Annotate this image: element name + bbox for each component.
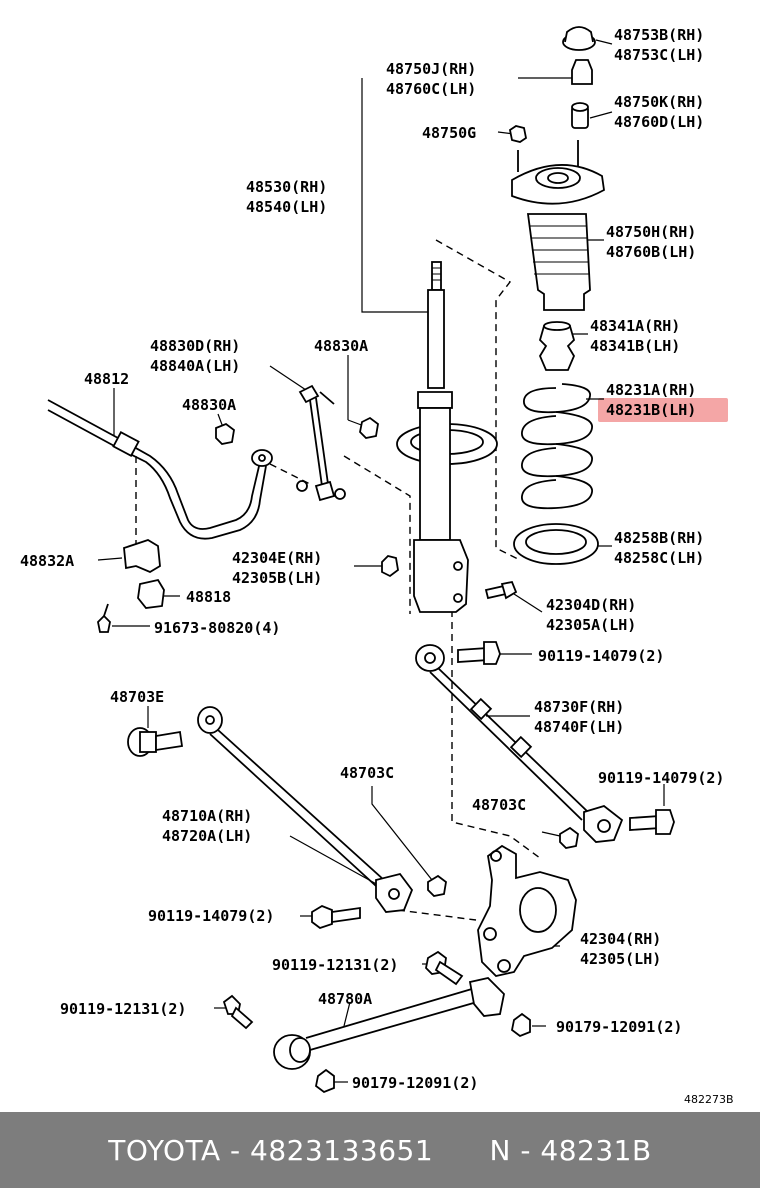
footer-part-number-text: TOYOTA - 4823133651 N - 48231B bbox=[108, 1133, 652, 1167]
part-91673-bolt bbox=[97, 603, 111, 633]
label-42305b: 42305B(LH) bbox=[232, 569, 322, 587]
part-90119-bolt-b bbox=[629, 809, 675, 835]
part-48818-bushing bbox=[137, 578, 165, 609]
label-48703c-lower: 48703C bbox=[472, 796, 526, 814]
part-48750k-bushing bbox=[571, 102, 589, 129]
label-90119-d: 90119-12131(2) bbox=[272, 956, 398, 974]
label-48753b: 48753B(RH) bbox=[614, 26, 704, 44]
label-90179-a: 90179-12091(2) bbox=[556, 1018, 682, 1036]
label-48720a: 48720A(LH) bbox=[162, 827, 252, 845]
label-42305a: 42305A(LH) bbox=[546, 616, 636, 634]
diagram-reference-code: 482273B bbox=[684, 1093, 734, 1106]
part-48832a-bracket bbox=[123, 539, 161, 574]
part-48258-spring-seat bbox=[513, 523, 599, 565]
part-90119-bolt-a bbox=[457, 641, 501, 665]
label-48832a: 48832A bbox=[20, 552, 74, 570]
label-90179-b: 90179-12091(2) bbox=[352, 1074, 478, 1092]
label-48812: 48812 bbox=[84, 370, 129, 388]
highlight-48231b bbox=[598, 398, 728, 422]
label-48740f: 48740F(LH) bbox=[534, 718, 624, 736]
label-90119-b: 90119-14079(2) bbox=[598, 769, 724, 787]
label-48750k: 48750K(RH) bbox=[614, 93, 704, 111]
label-42305: 42305(LH) bbox=[580, 950, 661, 968]
part-48703e-bushing bbox=[127, 727, 184, 757]
label-48818: 48818 bbox=[186, 588, 231, 606]
label-42304: 42304(RH) bbox=[580, 930, 661, 948]
part-48753-cap bbox=[562, 26, 596, 51]
part-90179-nut-b bbox=[315, 1068, 335, 1094]
label-48750j: 48750J(RH) bbox=[386, 60, 476, 78]
label-42304e: 42304E(RH) bbox=[232, 549, 322, 567]
part-48710a-trailing-arm bbox=[197, 706, 414, 913]
label-48540: 48540(LH) bbox=[246, 198, 327, 216]
part-48703c-nut-lower bbox=[427, 874, 447, 897]
part-90119-bolt-c bbox=[311, 904, 361, 930]
part-42304-carrier bbox=[477, 844, 577, 977]
part-48780a-lower-arm bbox=[273, 977, 505, 1070]
label-48830d: 48830D(RH) bbox=[150, 337, 240, 355]
label-48258b: 48258B(RH) bbox=[614, 529, 704, 547]
label-90119-a: 90119-14079(2) bbox=[538, 647, 664, 665]
label-48780a: 48780A bbox=[318, 990, 372, 1008]
label-48710a: 48710A(RH) bbox=[162, 807, 252, 825]
part-48530-shock-absorber bbox=[396, 261, 498, 613]
label-48750h: 48750H(RH) bbox=[606, 223, 696, 241]
parts-diagram: 48753B(RH) 48753C(LH) 48750J(RH) 48760C(… bbox=[20, 26, 734, 1106]
part-info-footer: TOYOTA - 4823133651 N - 48231B bbox=[0, 1112, 760, 1188]
part-42304d-bolt bbox=[484, 580, 518, 600]
label-48750g: 48750G bbox=[422, 124, 476, 142]
part-48812-stabilizer-bar bbox=[47, 399, 273, 540]
label-48830a-lower: 48830A bbox=[182, 396, 236, 414]
part-48750h-upper-mount bbox=[511, 140, 605, 311]
part-48830-stabilizer-link bbox=[296, 384, 346, 502]
part-48231-coil-spring bbox=[521, 383, 593, 510]
part-48341-bump-stopper bbox=[538, 321, 576, 371]
label-91673: 91673-80820(4) bbox=[154, 619, 280, 637]
label-48341a: 48341A(RH) bbox=[590, 317, 680, 335]
part-48830a-nut-upper bbox=[359, 416, 379, 439]
part-48730f-lateral-link bbox=[415, 644, 624, 843]
label-48760c: 48760C(LH) bbox=[386, 80, 476, 98]
part-48750g-nut bbox=[508, 125, 528, 143]
label-48840a: 48840A(LH) bbox=[150, 357, 240, 375]
label-90119-e: 90119-12131(2) bbox=[60, 1000, 186, 1018]
label-48231a: 48231A(RH) bbox=[606, 381, 696, 399]
label-48258c: 48258C(LH) bbox=[614, 549, 704, 567]
part-42304e-nut bbox=[381, 555, 399, 578]
label-42304d: 42304D(RH) bbox=[546, 596, 636, 614]
part-90179-nut-a bbox=[511, 1012, 531, 1038]
label-48760b: 48760B(LH) bbox=[606, 243, 696, 261]
part-48750j-nut bbox=[571, 59, 593, 85]
label-48830a-upper: 48830A bbox=[314, 337, 368, 355]
label-48760d: 48760D(LH) bbox=[614, 113, 704, 131]
label-48530: 48530(RH) bbox=[246, 178, 327, 196]
label-48231b: 48231B(LH) bbox=[606, 401, 696, 419]
label-48341b: 48341B(LH) bbox=[590, 337, 680, 355]
part-48830a-nut-lower bbox=[215, 422, 235, 445]
label-48703c-upper: 48703C bbox=[340, 764, 394, 782]
label-90119-c: 90119-14079(2) bbox=[148, 907, 274, 925]
label-48753c: 48753C(LH) bbox=[614, 46, 704, 64]
part-48703c-nut-upper bbox=[559, 826, 579, 849]
part-labels: 48753B(RH) 48753C(LH) 48750J(RH) 48760C(… bbox=[20, 26, 734, 1106]
label-48730f: 48730F(RH) bbox=[534, 698, 624, 716]
label-48703e: 48703E bbox=[110, 688, 164, 706]
part-90119-bolt-d bbox=[425, 950, 464, 986]
part-90119-bolt-e bbox=[222, 994, 254, 1030]
